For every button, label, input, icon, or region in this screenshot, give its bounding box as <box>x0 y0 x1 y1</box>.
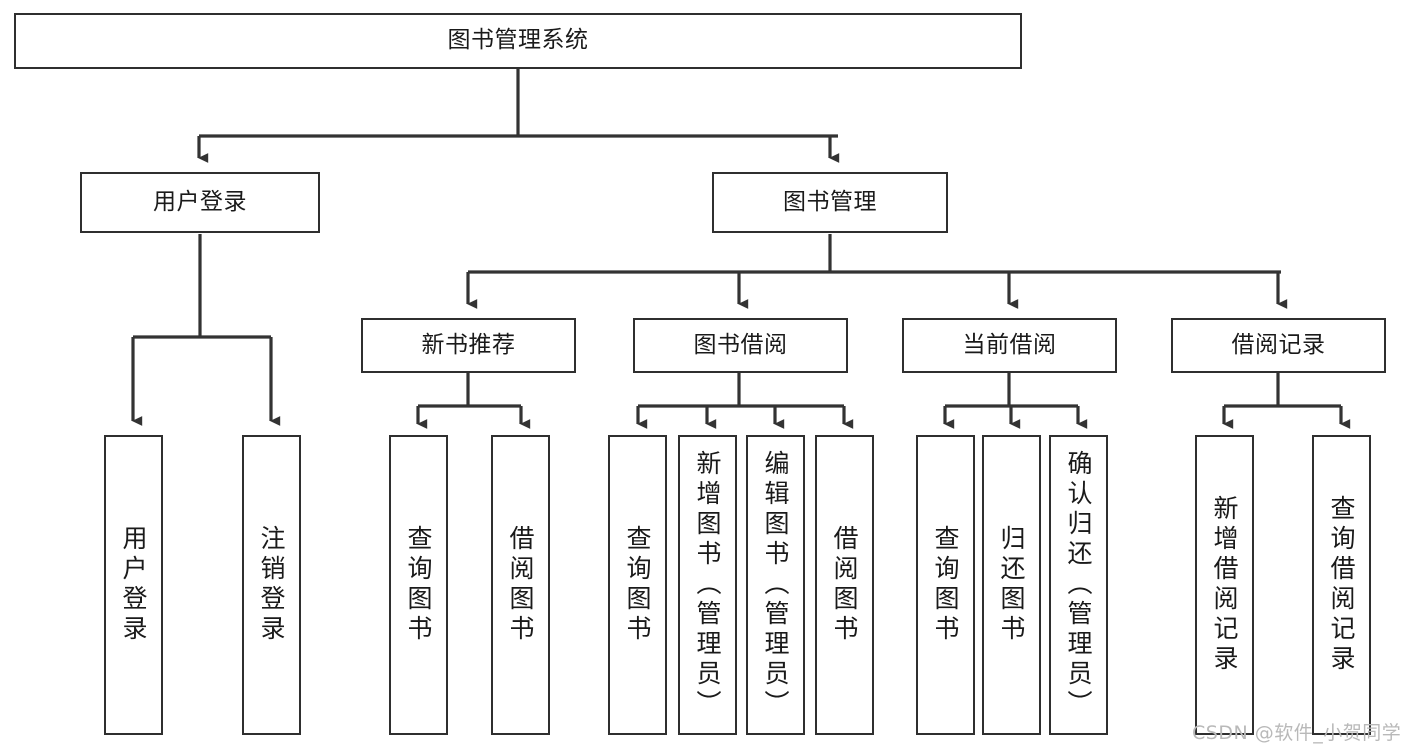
node-label: 借阅图书 <box>506 525 535 645</box>
node-label: 用户登录 <box>119 525 148 645</box>
node-leaf-add-borrow-record[interactable]: 新增借阅记录 <box>1195 435 1254 735</box>
node-root-book-management-system[interactable]: 图书管理系统 <box>14 13 1022 69</box>
node-label: 编辑图书（管理员） <box>761 450 790 720</box>
node-leaf-confirm-return[interactable]: 确认归还（管理员） <box>1049 435 1108 735</box>
node-current-borrow[interactable]: 当前借阅 <box>902 318 1117 373</box>
node-leaf-borrow-book[interactable]: 借阅图书 <box>815 435 874 735</box>
node-book-management[interactable]: 图书管理 <box>712 172 948 233</box>
node-leaf-query-borrow-record[interactable]: 查询借阅记录 <box>1312 435 1371 735</box>
node-label: 查询图书 <box>404 525 433 645</box>
node-user-login[interactable]: 用户登录 <box>80 172 320 233</box>
node-label: 图书管理系统 <box>447 27 589 54</box>
node-leaf-add-book[interactable]: 新增图书（管理员） <box>678 435 737 735</box>
node-new-book-recommend[interactable]: 新书推荐 <box>361 318 576 373</box>
node-label: 图书借阅 <box>693 331 788 358</box>
node-label: 查询图书 <box>931 525 960 645</box>
node-label: 注销登录 <box>257 525 286 645</box>
node-leaf-query-book-current[interactable]: 查询图书 <box>916 435 975 735</box>
node-leaf-return-book[interactable]: 归还图书 <box>982 435 1041 735</box>
node-leaf-query-book-borrow[interactable]: 查询图书 <box>608 435 667 735</box>
node-label: 借阅图书 <box>830 525 859 645</box>
node-label: 当前借阅 <box>962 331 1057 358</box>
node-label: 确认归还（管理员） <box>1064 450 1093 720</box>
node-label: 用户登录 <box>153 188 247 215</box>
node-leaf-user-logout[interactable]: 注销登录 <box>242 435 301 735</box>
node-label: 新增图书（管理员） <box>693 450 722 720</box>
node-label: 新增借阅记录 <box>1210 495 1239 675</box>
node-label: 查询借阅记录 <box>1327 495 1356 675</box>
node-book-borrow[interactable]: 图书借阅 <box>633 318 848 373</box>
node-label: 借阅记录 <box>1231 331 1326 358</box>
node-leaf-borrow-book-new[interactable]: 借阅图书 <box>491 435 550 735</box>
watermark-text: CSDN @软件_小贺同学 <box>1192 722 1402 744</box>
node-leaf-user-login[interactable]: 用户登录 <box>104 435 163 735</box>
node-borrow-record[interactable]: 借阅记录 <box>1171 318 1386 373</box>
node-label: 查询图书 <box>623 525 652 645</box>
node-label: 新书推荐 <box>421 331 516 358</box>
node-leaf-query-book-new[interactable]: 查询图书 <box>389 435 448 735</box>
node-label: 归还图书 <box>997 525 1026 645</box>
node-leaf-edit-book[interactable]: 编辑图书（管理员） <box>746 435 805 735</box>
node-label: 图书管理 <box>783 188 877 215</box>
